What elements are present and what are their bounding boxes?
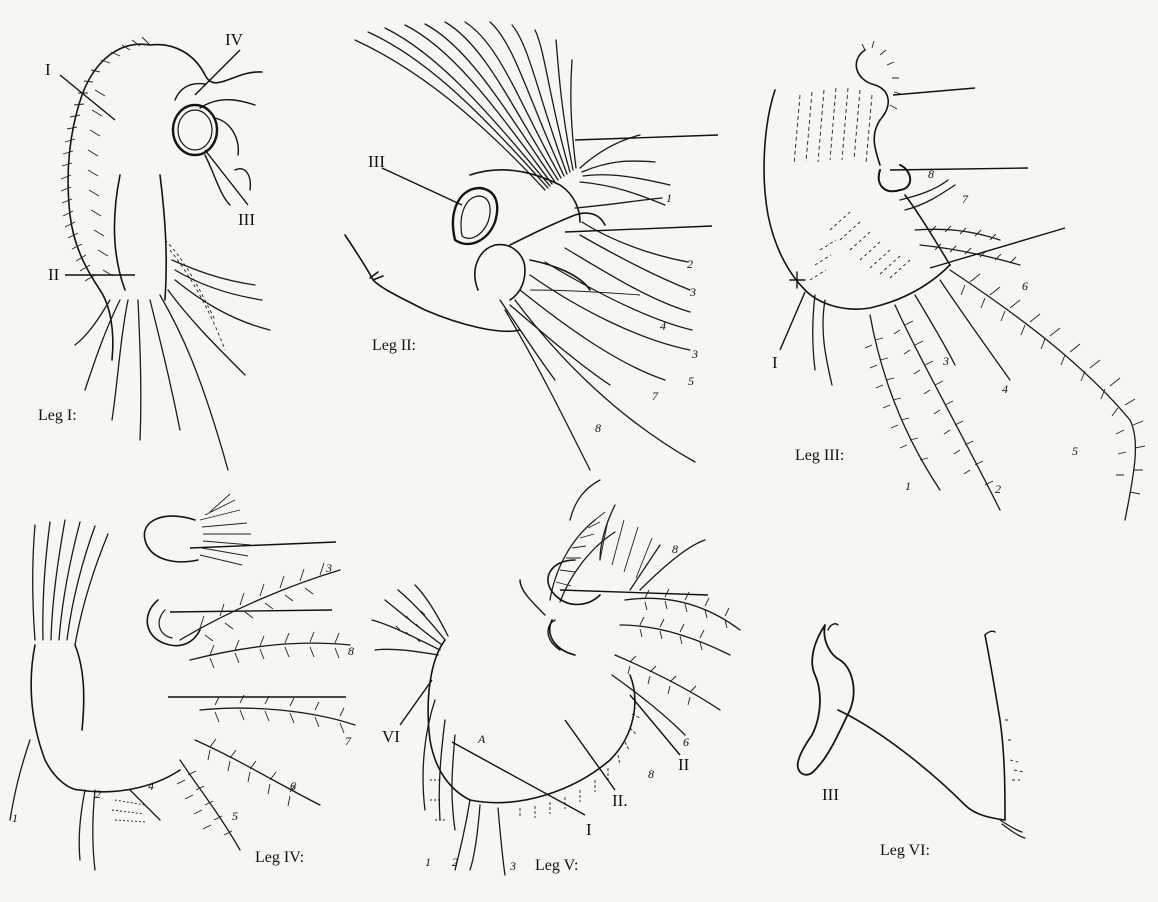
leg1-label-III: III xyxy=(238,210,255,229)
leg4-seta-number: 4 xyxy=(148,779,154,793)
leg4-caption: Leg IV: xyxy=(255,849,304,866)
leg3-seta-number: 8 xyxy=(928,167,934,181)
leg3-caption: Leg III: xyxy=(795,447,844,464)
leg1-label-II: II xyxy=(48,265,60,284)
leg2-seta-number: 1 xyxy=(666,191,672,205)
leg2-seta-number: 8 xyxy=(595,421,601,435)
leg5-caption: Leg V: xyxy=(535,857,578,874)
leg1-caption: Leg I: xyxy=(38,407,77,424)
leg5-label-II2: II. xyxy=(612,791,628,810)
leg5-label-VI: VI xyxy=(382,727,400,746)
leg3-seta-number: 2 xyxy=(995,482,1001,496)
leg3-seta-number: 6 xyxy=(1022,279,1028,293)
leg3-seta-number: 1 xyxy=(905,479,911,493)
leg2-seta-number: 3 xyxy=(689,285,696,299)
leg5-label-I: I xyxy=(586,820,592,839)
leg5-seta-number: 8 xyxy=(648,767,654,781)
leg4-seta-number: 7 xyxy=(345,734,352,748)
leg5-seta-number: 6 xyxy=(683,735,689,749)
leg3-seta-number: 4 xyxy=(1002,382,1008,396)
leg3-seta-number: 7 xyxy=(962,192,969,206)
leg5-seta-number: 1 xyxy=(425,855,431,869)
leg3-label-I: I xyxy=(772,353,778,372)
leg5-seta-number: A xyxy=(477,732,486,746)
leg2-label-III: III xyxy=(368,152,385,171)
leg3-seta-number: 3 xyxy=(942,354,949,368)
leg5-seta-number: 3 xyxy=(509,859,516,873)
leg4-seta-number: 5 xyxy=(232,809,238,823)
leg4-seta-number: 6 xyxy=(290,779,296,793)
leg2-caption: Leg II: xyxy=(372,337,416,354)
leg2-seta-number: 2 xyxy=(687,257,693,271)
leg3-seta-number: 5 xyxy=(1072,444,1078,458)
leg4-seta-number: 3 xyxy=(325,561,332,575)
leg5-seta-number: 2 xyxy=(452,855,458,869)
leg1-label-I: I xyxy=(45,60,51,79)
leg6-caption: Leg VI: xyxy=(880,842,930,859)
leg4-seta-number: 8 xyxy=(348,644,354,658)
leg2-seta-number: 4 xyxy=(660,319,666,333)
leg2-seta-number: 5 xyxy=(688,374,694,388)
leg5-seta-number: 8 xyxy=(672,542,678,556)
leg4-seta-number: 2 xyxy=(95,787,101,801)
leg2-seta-number: 7 xyxy=(652,389,659,403)
leg6-label-III: III xyxy=(822,785,839,804)
leg4-seta-number: 1 xyxy=(12,811,18,825)
leg5-label-II: II xyxy=(678,755,690,774)
leg2-seta-number: 3 xyxy=(691,347,698,361)
leg1-label-IV: IV xyxy=(225,30,244,49)
